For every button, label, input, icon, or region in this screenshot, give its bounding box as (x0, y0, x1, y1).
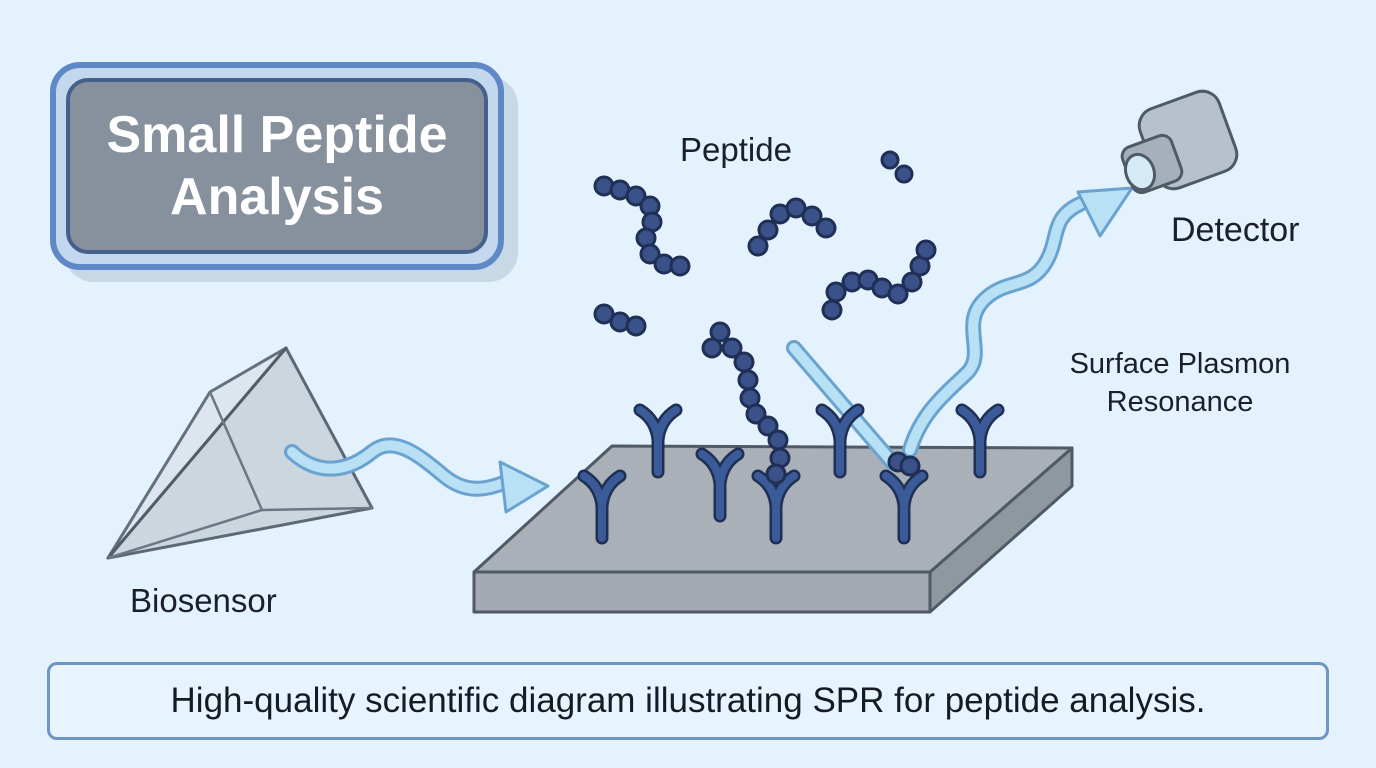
label-biosensor: Biosensor (130, 582, 277, 619)
label-detector: Detector (1171, 211, 1300, 249)
reflected-light-wave-icon (902, 186, 1134, 458)
label-peptide: Peptide (680, 131, 792, 168)
incident-light-wave-icon (284, 437, 550, 514)
title-inner: Small Peptide Analysis (66, 78, 488, 254)
incident-beam-icon (786, 340, 900, 470)
prism-icon (106, 346, 374, 560)
caption-box: High-quality scientific diagram illustra… (47, 662, 1329, 740)
title-box: Small Peptide Analysis (50, 62, 504, 270)
detector-icon (1120, 89, 1239, 195)
label-surface-plasmon-resonance: Surface Plasmon Resonance (1069, 348, 1291, 418)
diagram-title: Small Peptide Analysis (106, 106, 448, 226)
peptide-chain-icon (593, 150, 937, 485)
caption-text: High-quality scientific diagram illustra… (170, 681, 1206, 720)
